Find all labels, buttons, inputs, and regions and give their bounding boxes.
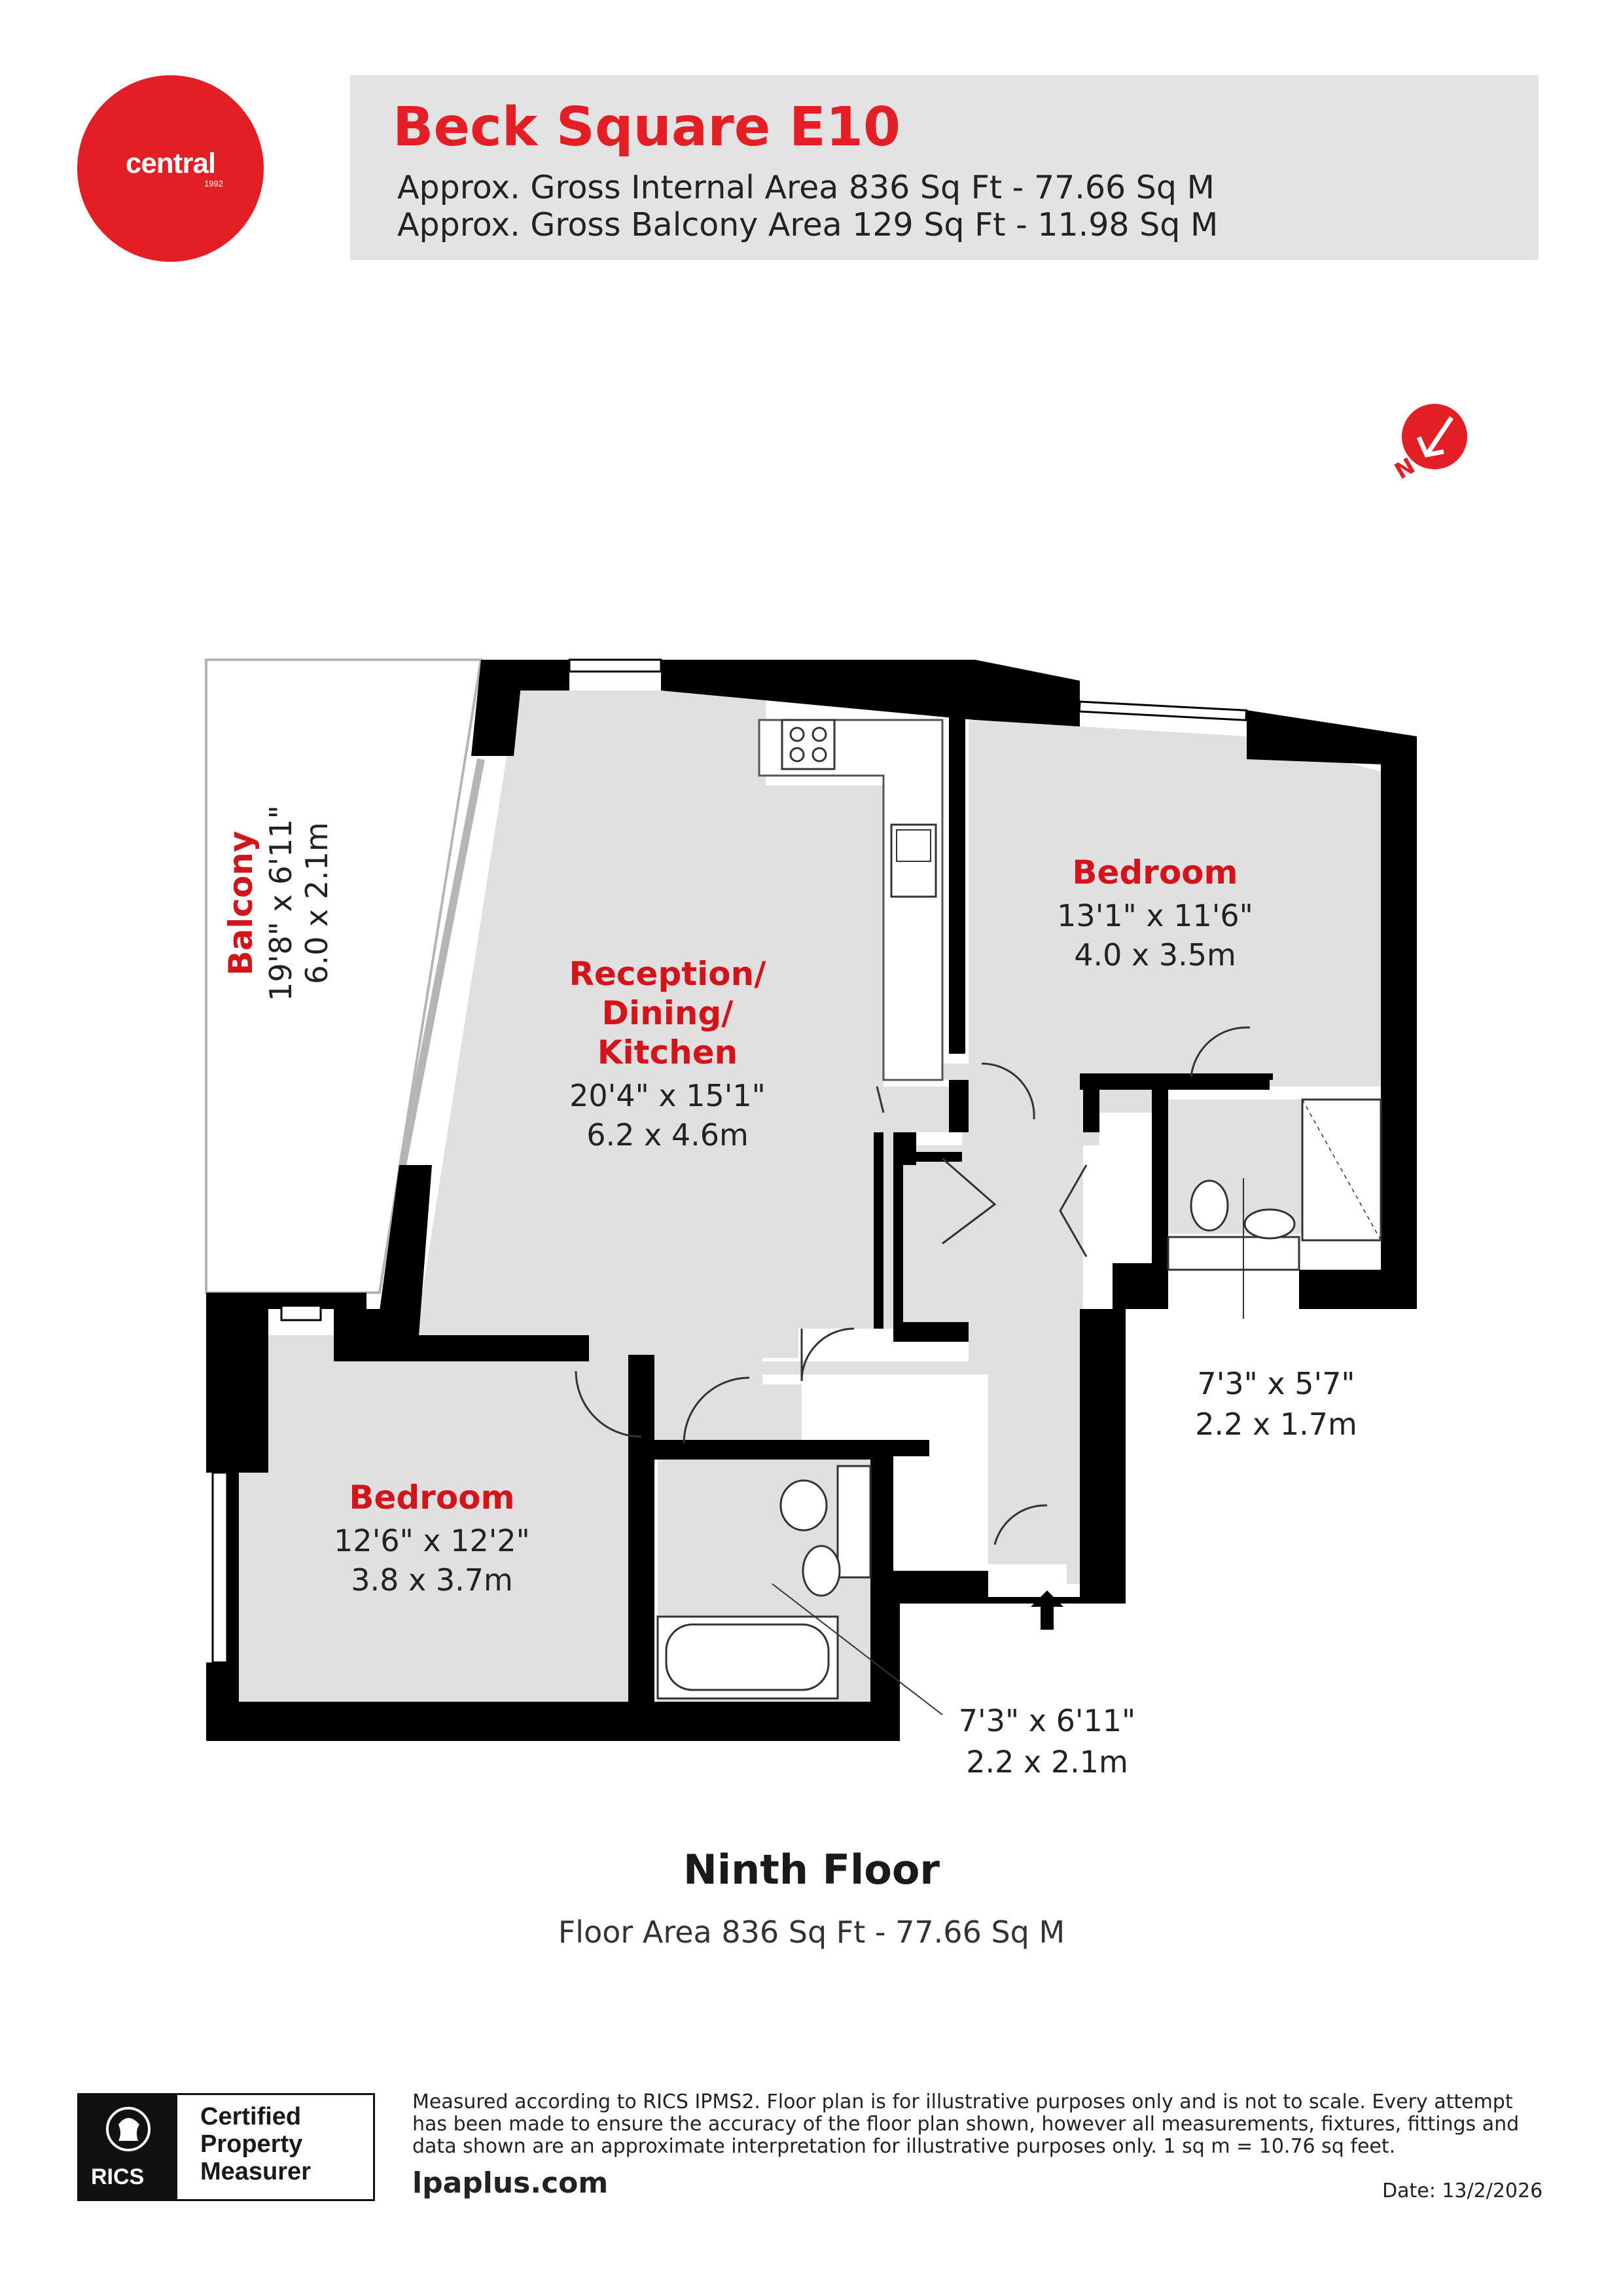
bedroom-1-dim-imperial: 13'1" x 11'6" (1057, 898, 1253, 933)
header-panel: Beck Square E10 Approx. Gross Internal A… (350, 75, 1539, 260)
floor-name: Ninth Floor (683, 1846, 940, 1893)
balcony-label: Balcony 19'8" x 6'11" 6.0 x 2.1m (222, 805, 334, 1001)
reception-dim-metric: 6.2 x 4.6m (586, 1117, 749, 1153)
reception-name-2: Dining/ (601, 994, 734, 1032)
ensuite-dim-metric: 2.2 x 1.7m (1195, 1407, 1357, 1442)
ensuite-dim-imperial: 7'3" x 5'7" (1197, 1366, 1355, 1401)
disclaimer: Measured according to RICS IPMS2. Floor … (412, 2090, 1520, 2158)
ensuite-fixtures (1167, 1098, 1382, 1271)
reception-dim-imperial: 20'4" x 15'1" (569, 1078, 766, 1113)
website-link[interactable]: lpaplus.com (412, 2166, 609, 2200)
central-logo: central 1992 (77, 75, 264, 262)
floor-area: Floor Area 836 Sq Ft - 77.66 Sq M (558, 1914, 1065, 1950)
ensuite-label: 7'3" x 5'7" 2.2 x 1.7m (1195, 1366, 1357, 1442)
rics-certification-text: Certified Property Measurer (200, 2103, 311, 2185)
floor-fill (239, 691, 1384, 1702)
basin-icon (1243, 1208, 1296, 1240)
gross-balcony-area: Approx. Gross Balcony Area 129 Sq Ft - 1… (397, 206, 1219, 243)
cert-line-1: Certified (200, 2103, 302, 2130)
balcony-name: Balcony (222, 831, 260, 975)
balcony-dim-metric: 6.0 x 2.1m (299, 822, 334, 984)
entrance-arrow-icon (1031, 1590, 1063, 1630)
rics-lion-icon (106, 2107, 151, 2151)
bathroom-dim-metric: 2.2 x 2.1m (966, 1744, 1128, 1780)
logo-year: 1992 (204, 179, 223, 188)
reception-name-1: Reception/ (569, 955, 766, 993)
bedroom-2-dim-metric: 3.8 x 3.7m (351, 1562, 513, 1598)
north-compass-icon: N (1391, 404, 1467, 485)
logo-wordmark: central (125, 147, 216, 179)
reception-label: Reception/ Dining/ Kitchen 20'4" x 15'1"… (569, 955, 766, 1153)
bathroom-label: 7'3" x 6'11" 2.2 x 2.1m (959, 1703, 1135, 1780)
bedroom-2-label: Bedroom 12'6" x 12'2" 3.8 x 3.7m (334, 1479, 530, 1598)
balcony-outline (205, 658, 485, 1294)
bedroom-1-dim-metric: 4.0 x 3.5m (1074, 937, 1236, 973)
basin-icon-2 (802, 1545, 841, 1597)
leader-lines (772, 1178, 1244, 1715)
bedroom-1-name: Bedroom (1072, 853, 1238, 891)
bedroom-2-dim-imperial: 12'6" x 12'2" (334, 1523, 530, 1558)
cert-line-3: Measurer (200, 2158, 311, 2185)
kitchen-units (758, 719, 944, 1081)
windows (211, 658, 1248, 1664)
balcony-dim-imperial: 19'8" x 6'11" (263, 805, 298, 1001)
rics-badge: RICS Certified Property Measurer (77, 2093, 375, 2201)
bedroom-1-label: Bedroom 13'1" x 11'6" 4.0 x 3.5m (1057, 853, 1253, 973)
plan-date: Date: 13/2/2026 (1382, 2179, 1543, 2202)
reception-name-3: Kitchen (597, 1033, 738, 1071)
walls (206, 660, 1417, 1741)
property-title: Beck Square E10 (393, 96, 901, 158)
toilet-icon-2 (779, 1479, 828, 1532)
gross-internal-area: Approx. Gross Internal Area 836 Sq Ft - … (397, 169, 1215, 206)
bathroom-fixtures (656, 1465, 872, 1700)
doors (575, 1026, 1251, 1545)
bathroom-dim-imperial: 7'3" x 6'11" (959, 1703, 1135, 1738)
rics-wordmark: RICS (91, 2164, 145, 2189)
bedroom-2-name: Bedroom (349, 1479, 514, 1516)
rics-logo: RICS (79, 2095, 177, 2199)
hob-icon (781, 719, 836, 770)
cert-line-2: Property (200, 2130, 303, 2158)
toilet-icon (1190, 1179, 1229, 1232)
